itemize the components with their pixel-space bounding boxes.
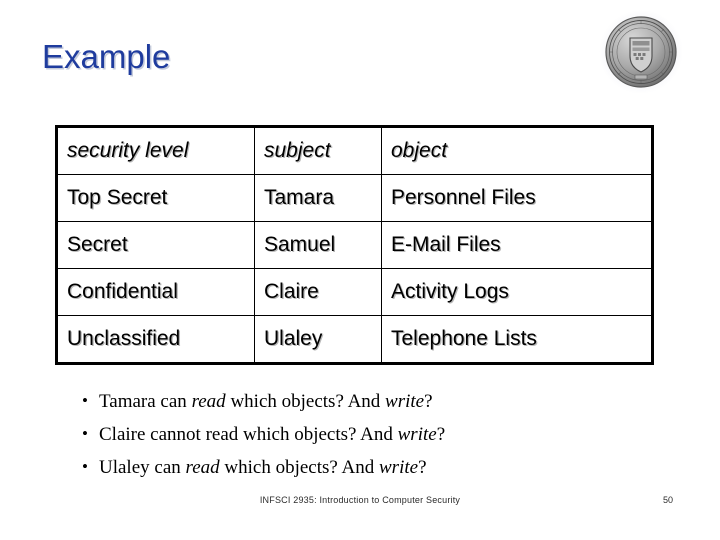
cell-subject: Claire [254,268,382,316]
cell-security-level: Secret [56,221,255,269]
column-header-subject: subject [254,126,382,175]
list-item: Tamara can read which objects? And write… [80,389,660,413]
cell-subject: Samuel [254,221,382,269]
table-row: Secret Samuel E-Mail Files [56,221,653,269]
list-item: Claire cannot read which objects? And wr… [80,422,660,446]
question-bullet-list: Tamara can read which objects? And write… [80,389,660,489]
cell-object: Telephone Lists [381,315,653,364]
cell-object: E-Mail Files [381,221,653,269]
cell-security-level: Confidential [56,268,255,316]
table-header-row: security level subject object [56,126,653,175]
list-item: Ulaley can read which objects? And write… [80,455,660,479]
footer-course-label: INFSCI 2935: Introduction to Computer Se… [259,495,461,505]
table-row: Confidential Claire Activity Logs [56,268,653,316]
table-row: Unclassified Ulaley Telephone Lists [56,315,653,364]
column-header-security-level: security level [56,126,255,175]
column-header-object: object [381,126,653,175]
page-title: Example [42,38,171,75]
cell-subject: Ulaley [254,315,382,364]
cell-subject: Tamara [254,174,382,222]
cell-object: Personnel Files [381,174,653,222]
security-levels-table: security level subject object Top Secret… [55,125,654,365]
page-number: 50 [663,495,674,505]
cell-security-level: Top Secret [56,174,255,222]
university-seal-icon [599,10,683,94]
cell-security-level: Unclassified [56,315,255,364]
university-seal-logo [597,10,685,94]
table-row: Top Secret Tamara Personnel Files [56,174,653,222]
cell-object: Activity Logs [381,268,653,316]
